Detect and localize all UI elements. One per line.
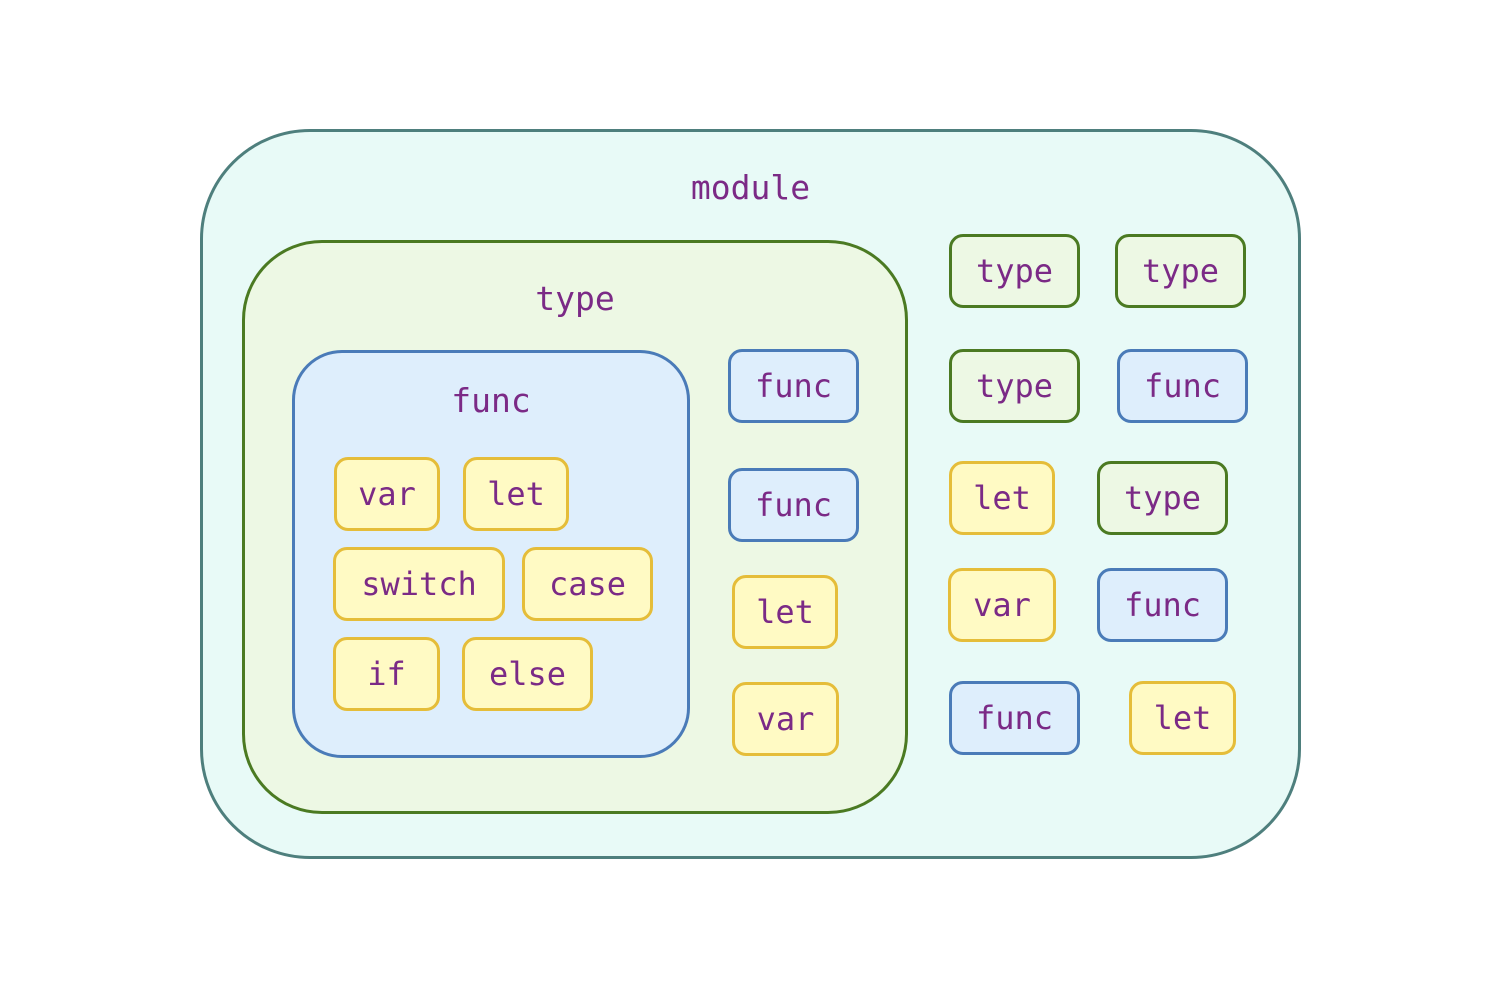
module-child-func: func [1097, 568, 1228, 642]
func-container-label: func [451, 381, 531, 420]
func-child-else: else [462, 637, 593, 711]
module-child-func: func [1117, 349, 1248, 423]
func-child-switch: switch [333, 547, 505, 621]
func-child-if: if [333, 637, 440, 711]
module-label: module [690, 168, 811, 207]
func-child-let: let [463, 457, 569, 531]
module-child-let: let [949, 461, 1055, 535]
func-child-var: var [334, 457, 440, 531]
module-child-type: type [1115, 234, 1246, 308]
module-child-type: type [949, 234, 1080, 308]
type-child-func: func [728, 349, 859, 423]
type-container-label: type [535, 279, 615, 318]
module-child-let: let [1129, 681, 1236, 755]
type-child-func: func [728, 468, 859, 542]
module-child-type: type [949, 349, 1080, 423]
func-child-case: case [522, 547, 653, 621]
type-child-let: let [732, 575, 838, 649]
module-child-var: var [948, 568, 1056, 642]
type-child-var: var [732, 682, 839, 756]
module-child-type: type [1097, 461, 1228, 535]
module-child-func: func [949, 681, 1080, 755]
